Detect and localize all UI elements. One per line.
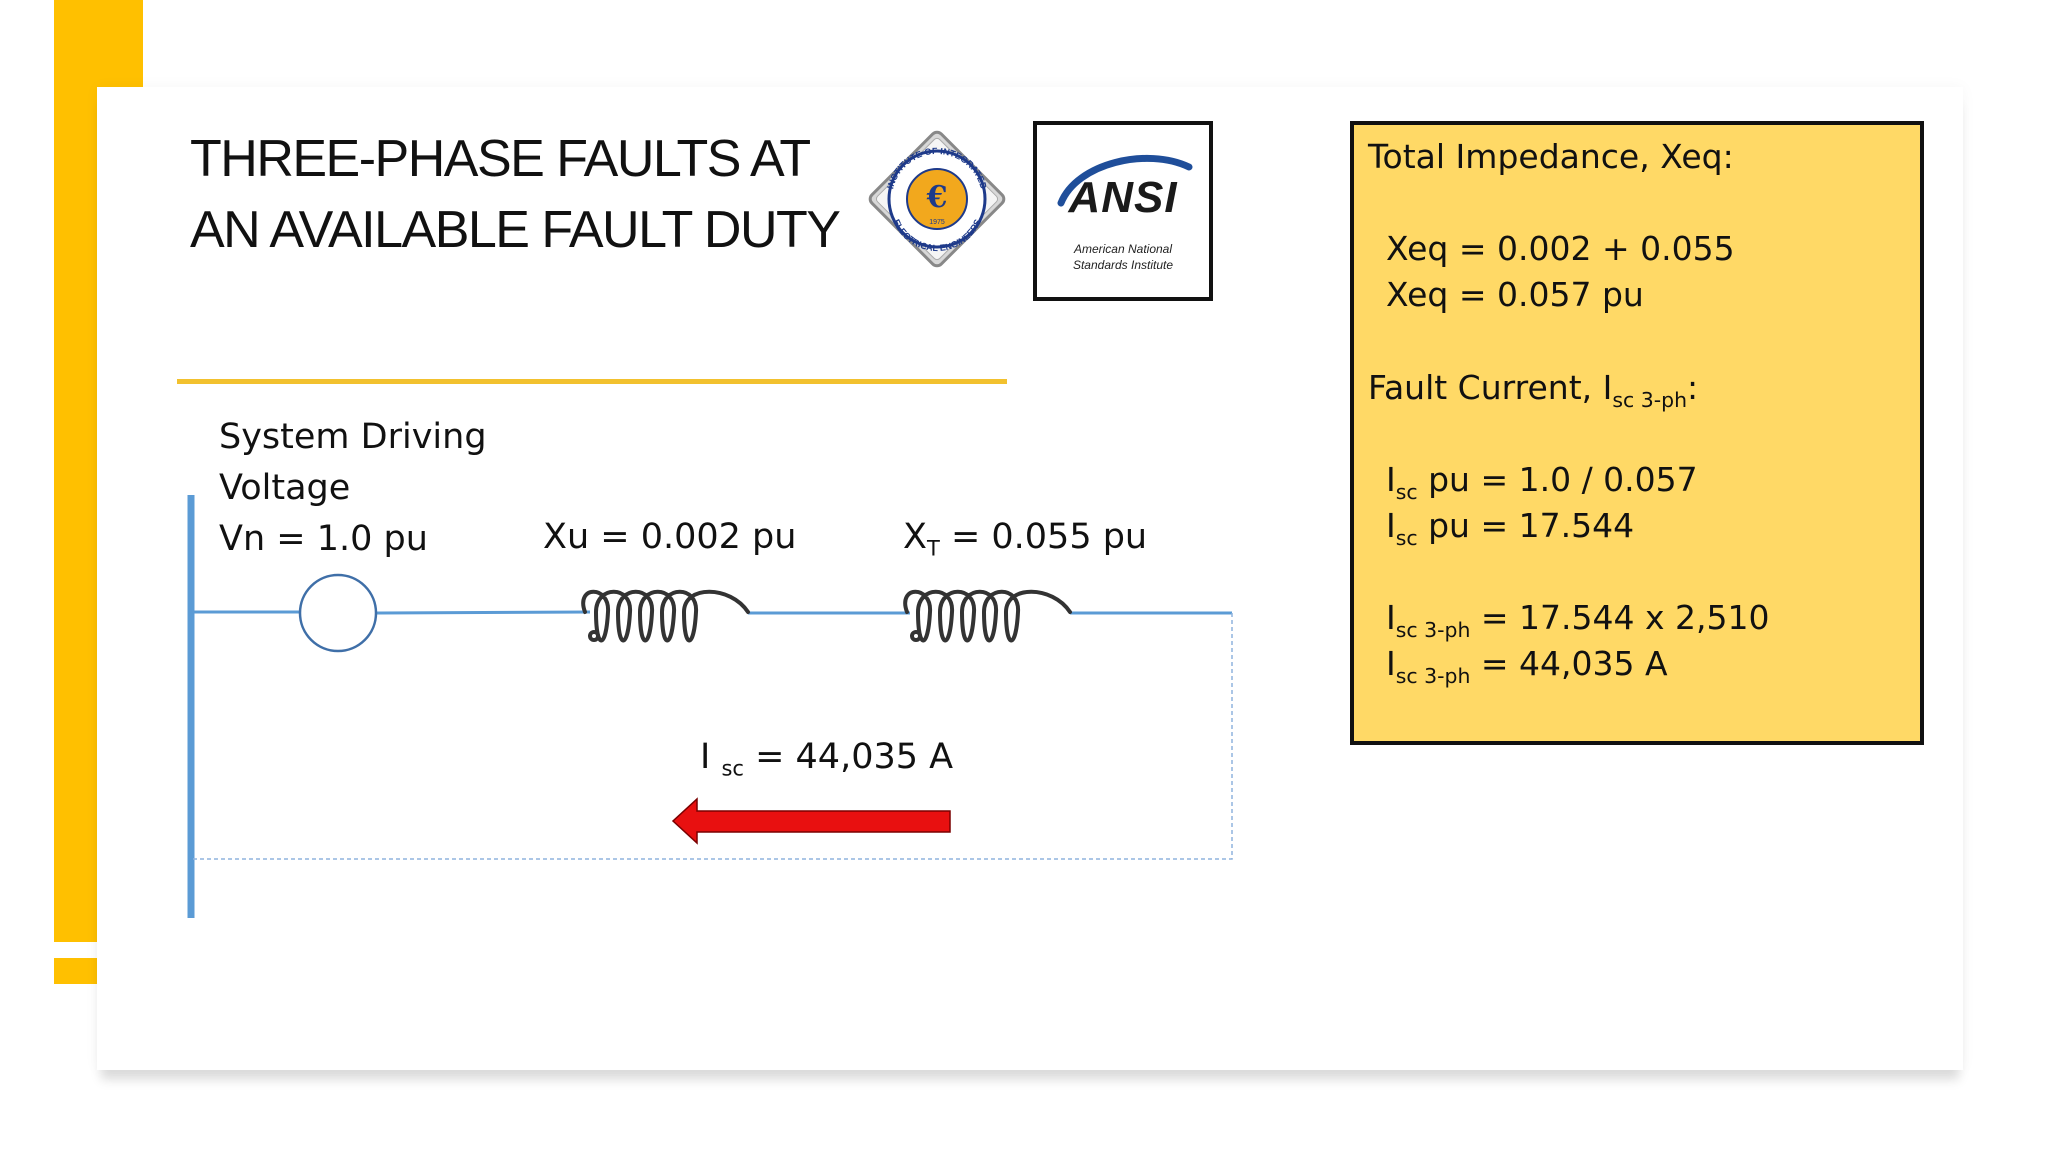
wire-source-xu [376, 610, 591, 615]
isc-pu-formula: Isc pu = 1.0 / 0.057 [1386, 460, 1698, 505]
title-line-2: AN AVAILABLE FAULT DUTY [190, 201, 841, 259]
fault-current-label: I sc = 44,035 A [700, 737, 954, 781]
fault-current-arrow [671, 797, 951, 845]
source-label-line-1: System Driving [219, 417, 487, 457]
slide-title: THREE-PHASE FAULTS AT AN AVAILABLE FAULT… [190, 124, 841, 266]
ansi-logo-subtitle: American National Standards Institute [1037, 241, 1209, 273]
fault-return-path [191, 613, 1233, 860]
source-label-line-2: Voltage [219, 468, 351, 508]
source-voltage-value: Vn = 1.0 pu [219, 519, 428, 559]
isc-pu-result: Isc pu = 17.544 [1386, 506, 1635, 551]
title-line-1: THREE-PHASE FAULTS AT [190, 130, 811, 188]
fault-current-heading: Fault Current, Isc 3-ph: [1368, 368, 1699, 413]
xeq-sum: Xeq = 0.002 + 0.055 [1386, 229, 1735, 268]
institute-logo: INSTITUTE OF INTEGRATED ELECTRICAL ENGIN… [862, 124, 1012, 274]
xu-label: Xu = 0.002 pu [543, 517, 797, 557]
isc-amps-formula: Isc 3-ph = 17.544 x 2,510 [1386, 598, 1770, 643]
xeq-result: Xeq = 0.057 pu [1386, 275, 1644, 314]
voltage-source-symbol [298, 573, 378, 653]
impedance-heading: Total Impedance, Xeq: [1368, 137, 1734, 176]
source-label: System Driving Voltage Vn = 1.0 pu [219, 412, 487, 565]
xu-inductor-coil [581, 589, 750, 643]
ansi-logo-name: ANSI [1068, 173, 1178, 222]
logo-year: 1975 [929, 219, 945, 226]
accent-block-bottom [54, 958, 97, 984]
title-underline [177, 379, 1007, 384]
accent-bar-left [54, 0, 97, 942]
ansi-logo: ANSI American National Standards Institu… [1033, 121, 1213, 301]
xt-inductor-coil [903, 589, 1072, 643]
xt-label: XT = 0.055 pu [903, 517, 1148, 561]
isc-amps-result: Isc 3-ph = 44,035 A [1386, 644, 1668, 689]
ansi-subtitle-1: American National [1073, 242, 1173, 256]
svg-text:€: € [926, 180, 948, 215]
ansi-subtitle-2: Standards Institute [1072, 258, 1174, 272]
calculation-box: Total Impedance, Xeq: Xeq = 0.002 + 0.05… [1350, 121, 1924, 745]
